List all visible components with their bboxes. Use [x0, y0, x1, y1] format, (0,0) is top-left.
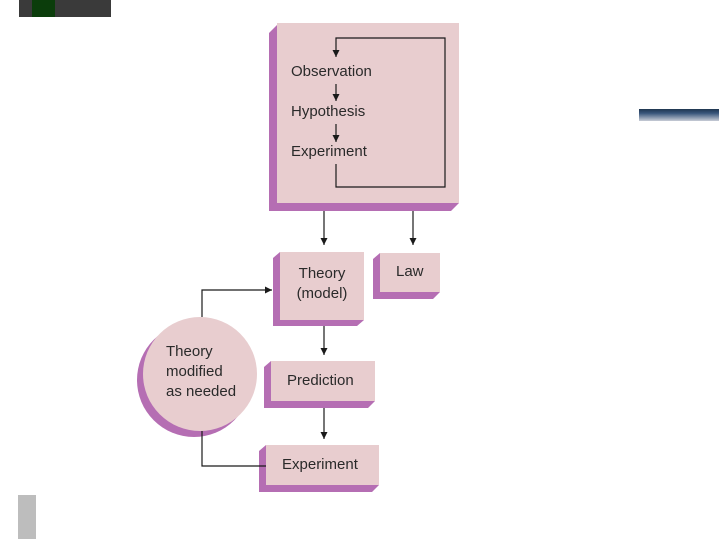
law-label: Law — [396, 263, 424, 280]
circle-line3-label: as needed — [166, 383, 237, 400]
circle-line2-label: modified — [166, 363, 223, 380]
loop-back-line — [332, 37, 446, 188]
theory-modified-circle — [137, 317, 257, 437]
hypothesis-label: Hypothesis — [291, 103, 366, 120]
experiment-label: Experiment — [282, 456, 358, 473]
law-box — [373, 253, 440, 299]
observation-label: Observation — [291, 63, 372, 80]
prediction-box — [264, 361, 375, 408]
arrow-circle-to-theory — [201, 286, 272, 317]
method-box — [269, 23, 459, 211]
circle-line1-label: Theory — [166, 343, 213, 360]
theory-model-label: (model) — [296, 285, 348, 302]
theory-box — [273, 252, 364, 326]
experiment-label-method: Experiment — [291, 143, 367, 160]
prediction-label: Prediction — [287, 372, 354, 389]
line-experiment-to-circle — [201, 431, 266, 467]
top-left-accent-block — [32, 0, 55, 17]
theory-label: Theory — [298, 265, 346, 282]
experiment-box — [259, 445, 379, 492]
bottom-left-gray-block — [18, 495, 36, 539]
right-accent-bar — [639, 109, 719, 121]
